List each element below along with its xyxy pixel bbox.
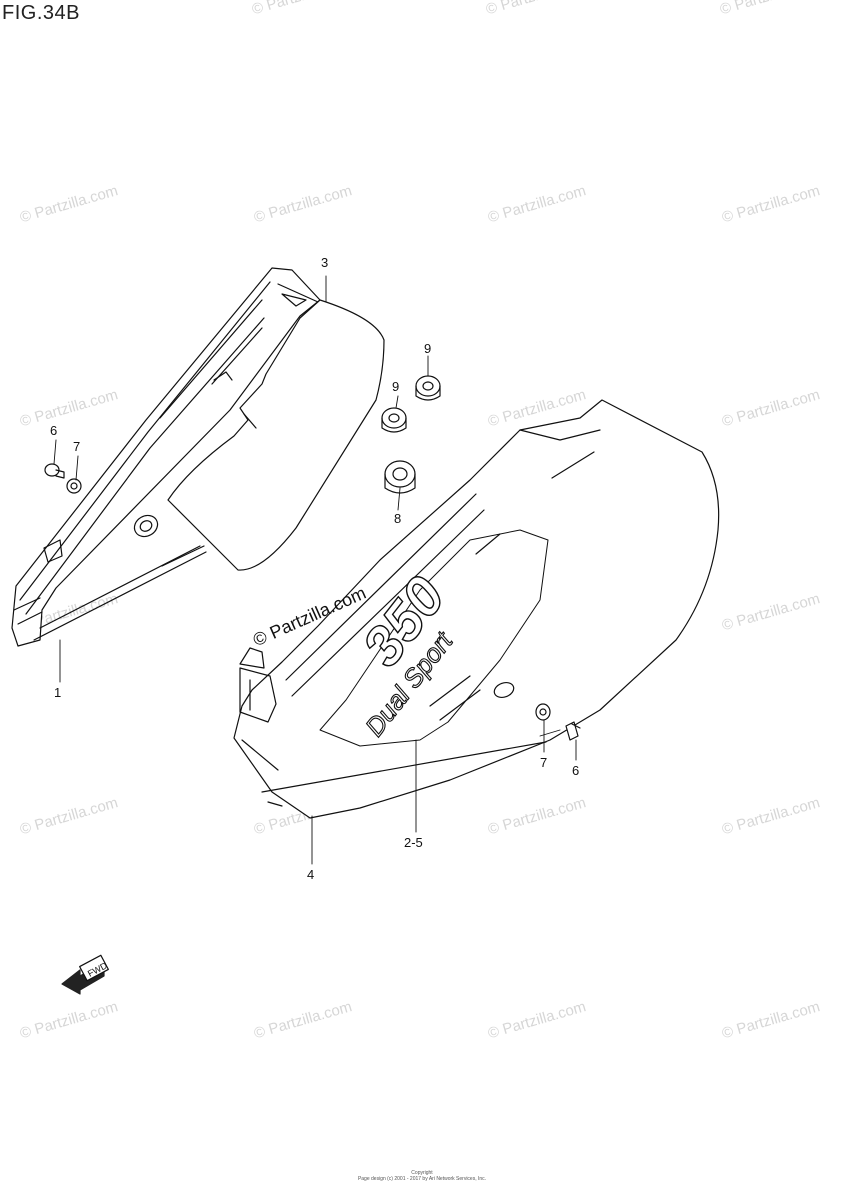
cushion-damper bbox=[384, 460, 416, 494]
callout-9-upper: 9 bbox=[424, 341, 432, 356]
callout-1: 1 bbox=[54, 685, 62, 700]
left-side-cover bbox=[133, 299, 385, 571]
screw-left bbox=[44, 463, 65, 479]
callout-4: 4 bbox=[307, 867, 315, 882]
callout-8: 8 bbox=[394, 511, 402, 526]
right-side-cover bbox=[233, 399, 720, 819]
grommet-lower bbox=[381, 407, 407, 433]
callout-2-5: 2-5 bbox=[404, 835, 423, 850]
callout-7-left: 7 bbox=[73, 439, 81, 454]
callout-6-right: 6 bbox=[572, 763, 580, 778]
washer-left bbox=[66, 478, 82, 494]
copyright-notice: Copyright Page design (c) 2001 - 2017 by… bbox=[357, 1170, 487, 1182]
leader-lines bbox=[53, 275, 577, 865]
screw-right bbox=[565, 721, 581, 741]
left-frame-cover bbox=[11, 267, 321, 647]
fwd-arrow-icon bbox=[61, 954, 109, 995]
figure-title: FIG.34B bbox=[2, 2, 80, 24]
grommet-upper bbox=[415, 375, 441, 401]
callout-7-right: 7 bbox=[540, 755, 548, 770]
callout-3: 3 bbox=[321, 255, 329, 270]
callout-6-left: 6 bbox=[50, 423, 58, 438]
callout-9-lower: 9 bbox=[392, 379, 400, 394]
washer-right bbox=[535, 703, 551, 721]
